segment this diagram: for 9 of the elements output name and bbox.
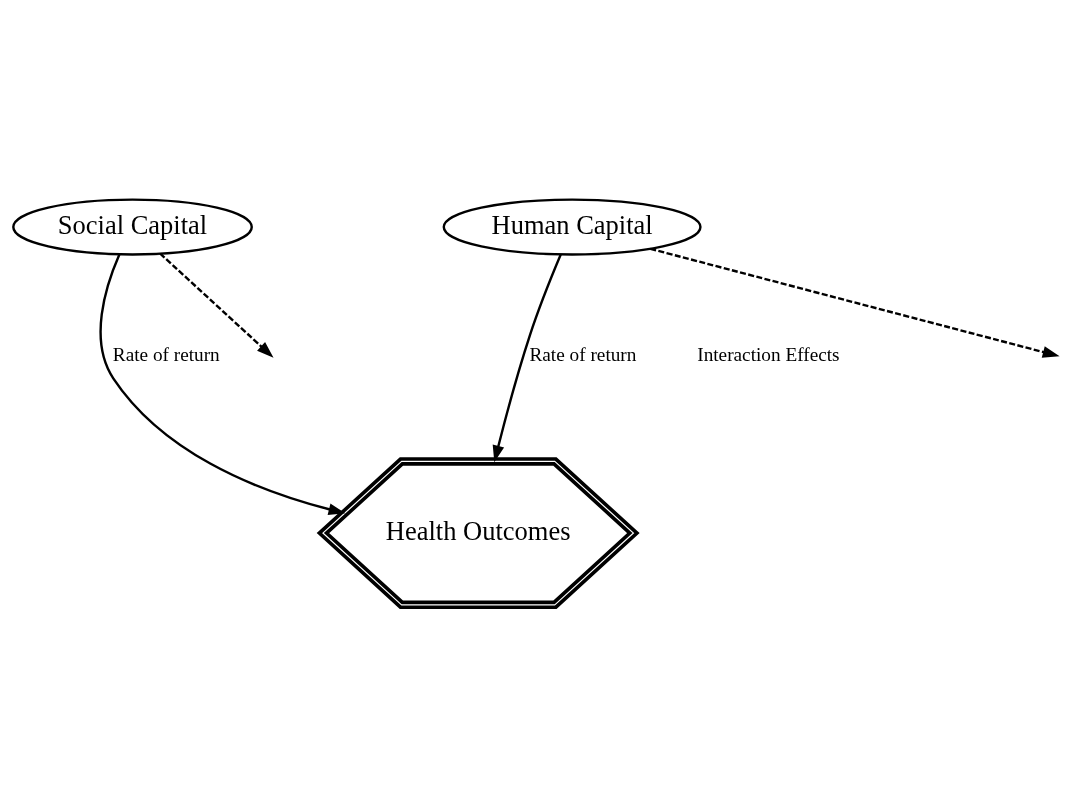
arrow [492,253,562,463]
arrow [650,247,1060,358]
node-ellipse: Human Capital [442,198,702,256]
arrow [159,252,274,358]
edge-label: Rate of return [112,344,220,366]
arrow [99,254,346,516]
node-ellipse: Social Capital [12,198,253,256]
edge-label: Rate of return [529,344,637,366]
label: Interaction Effects [697,344,840,366]
